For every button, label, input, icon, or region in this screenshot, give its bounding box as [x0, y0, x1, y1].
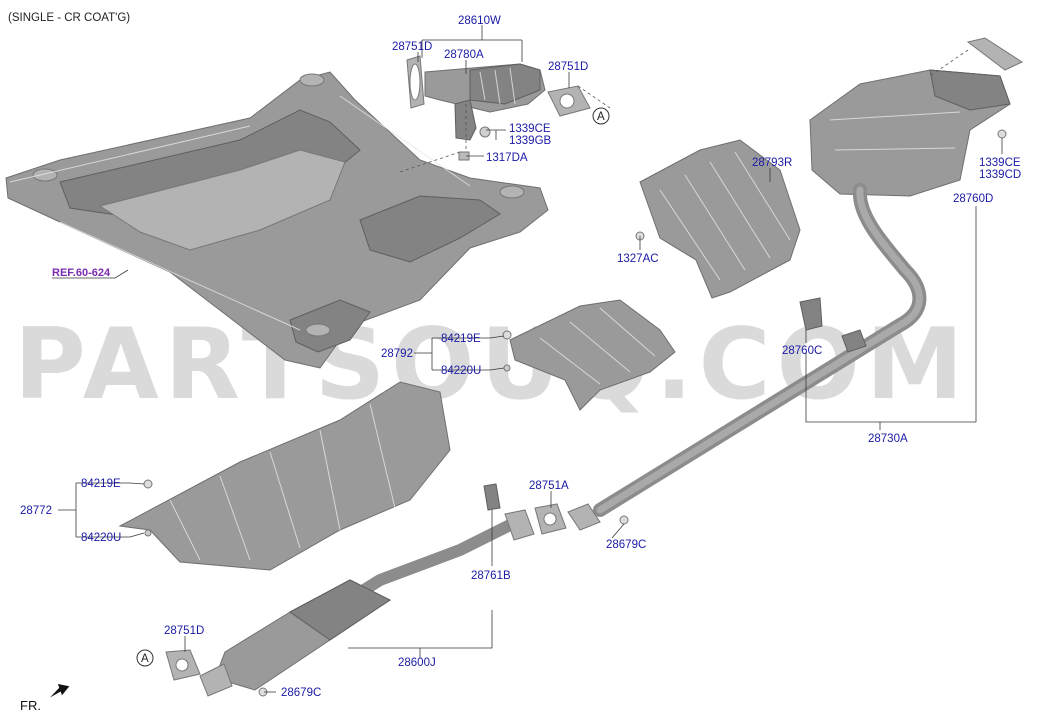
svg-text:A: A [597, 111, 605, 123]
label-1339CE-upper[interactable]: 1339CE [509, 123, 551, 135]
label-28751D-bottom[interactable]: 28751D [164, 625, 204, 637]
label-28730A[interactable]: 28730A [868, 433, 908, 445]
arrow-icon [50, 684, 70, 698]
label-28751A[interactable]: 28751A [529, 480, 569, 492]
label-28751D-top-right[interactable]: 28751D [548, 61, 588, 73]
reference-link[interactable]: REF.60-624 [52, 267, 111, 279]
label-28792[interactable]: 28792 [381, 348, 413, 360]
center-rear-pipe [567, 183, 927, 531]
heat-shield-front-lower [118, 381, 451, 571]
diagram-title: (SINGLE - CR COAT'G) [8, 12, 130, 24]
connector-marker-a-top: A [592, 107, 610, 125]
label-1317DA[interactable]: 1317DA [486, 152, 528, 164]
label-28610W[interactable]: 28610W [458, 15, 501, 27]
label-28761B[interactable]: 28761B [471, 570, 511, 582]
label-28600J[interactable]: 28600J [398, 657, 436, 669]
rear-muffler [809, 37, 1024, 197]
label-28793R[interactable]: 28793R [752, 157, 792, 169]
label-28679C-bottom[interactable]: 28679C [281, 687, 321, 699]
label-1339GB[interactable]: 1339GB [509, 135, 552, 147]
label-84219E-mid[interactable]: 84219E [441, 333, 481, 345]
front-direction-indicator: FR. [20, 684, 70, 713]
catalytic-converter-pipe [165, 483, 629, 697]
heat-shield-center [502, 299, 676, 411]
label-84219E-left[interactable]: 84219E [81, 478, 121, 490]
heat-shield-rear-upper [635, 139, 801, 299]
label-84220U-left[interactable]: 84220U [81, 532, 121, 544]
svg-text:FR.: FR. [20, 698, 41, 713]
label-28780A[interactable]: 28780A [444, 49, 484, 61]
front-pipe-assembly [406, 55, 591, 161]
label-28751D-top-left[interactable]: 28751D [392, 41, 432, 53]
front-subframe [5, 71, 549, 369]
label-1339CE-right[interactable]: 1339CE [979, 157, 1021, 169]
label-28772[interactable]: 28772 [20, 505, 52, 517]
connector-marker-a-bottom: A [136, 649, 154, 667]
label-28760D[interactable]: 28760D [953, 193, 993, 205]
label-28679C-mid[interactable]: 28679C [606, 539, 646, 551]
label-84220U-mid[interactable]: 84220U [441, 365, 481, 377]
svg-text:A: A [141, 653, 149, 665]
leader-lines [52, 25, 1003, 693]
label-28760C[interactable]: 28760C [782, 345, 822, 357]
label-1327AC[interactable]: 1327AC [617, 253, 659, 265]
label-1339CD[interactable]: 1339CD [979, 169, 1021, 181]
